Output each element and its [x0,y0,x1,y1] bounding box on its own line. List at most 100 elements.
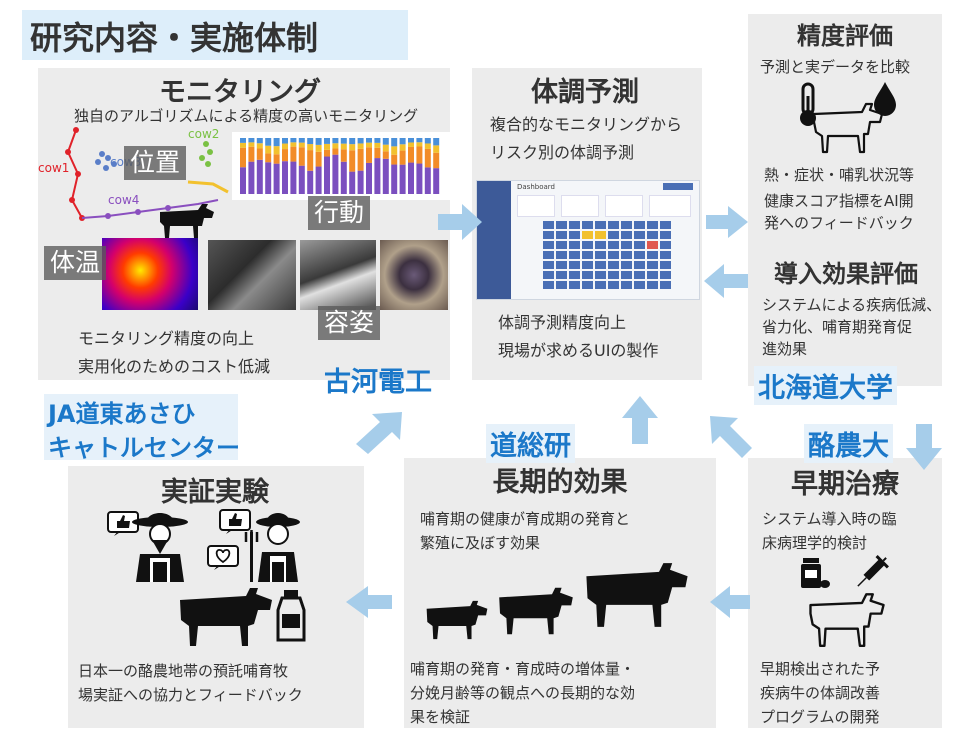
behavior-bar-segment [433,168,440,194]
dashboard-grid-cell [621,251,632,259]
behavior-bar-segment [349,144,356,151]
behavior-bar-segment [256,159,263,194]
behavior-label: 行動 [308,196,371,230]
behavior-bar-segment [290,161,297,194]
thermal-image [102,238,198,310]
behavior-bar-segment [282,161,288,194]
dashboard-grid-cell [634,241,645,249]
impact-desc-1: システムによる疾病低減、 [762,296,942,314]
behavior-bar-segment [374,142,381,148]
longterm-desc-1: 哺育期の健康が育成期の発育と [420,510,631,528]
trial-desc-1: 日本一の酪農地帯の預託哺育牧 [78,662,289,680]
accuracy-feedback-2: 発へのフィードバック [764,214,914,232]
behavior-bar-segment [416,142,423,147]
behavior-bar-segment [240,142,246,148]
dashboard-card-1 [517,195,555,217]
dashboard-grid-cell [595,261,606,269]
behavior-bar-segment [307,150,314,171]
treatment-bottom-1: 早期検出された予 [760,660,881,678]
dashboard-grid-cell [582,231,593,239]
behavior-bar-segment [324,138,330,144]
adult-cow-icon [586,563,688,627]
behavior-bar-segment [340,149,347,162]
behavior-bar-segment [282,138,288,144]
behavior-bar-segment [382,151,389,159]
behavior-bar-segment [349,150,356,172]
dashboard-grid-cell [582,251,593,259]
behavior-bar-segment [399,150,406,165]
dashboard-grid-cell [647,271,658,279]
trial-title: 実証実験 [161,477,269,508]
dashboard-card-2 [561,195,599,217]
behavior-bar-segment [357,143,364,149]
dashboard-grid-cell [608,241,619,249]
behavior-bar-segment [332,143,339,149]
dashboard-grid-cell [543,261,554,269]
behavior-bar-segment [416,138,423,143]
dashboard-grid-cell [608,271,619,279]
behavior-bar-segment [273,154,280,164]
dashboard-grid-cell [595,231,606,239]
behavior-bar-segment [324,156,330,194]
behavior-bar-segment [366,147,372,163]
behavior-bar-segment [256,143,263,149]
behavior-bar-segment [366,138,372,143]
droplet-icon [874,82,896,116]
arrow-longterm-to-trial [346,586,392,618]
behavior-bar-segment [273,146,280,155]
behavior-bar-segment [391,164,398,194]
farmer-woman-icon [244,513,300,582]
impact-title: 導入効果評価 [774,260,918,288]
behavior-bar-segment [240,147,246,168]
accuracy-title: 精度評価 [797,22,893,50]
monitoring-panel [38,68,450,380]
arrow-down-to-treatment [906,424,942,470]
behavior-bar-segment [408,138,414,143]
cow2-label: cow2 [188,127,219,141]
treatment-bottom-2: 疾病牛の体調改善 [760,684,881,702]
dashboard-grid-cell [647,231,658,239]
evaluation-panel [748,14,942,386]
behavior-bar-segment [382,158,389,194]
behavior-bar-segment [382,144,389,152]
treatment-desc-1: システム導入時の臨 [762,510,897,528]
behavior-bar-segment [240,167,246,194]
behavior-bar-segment [433,145,440,153]
treatment-panel [748,458,942,728]
behavior-bar-segment [298,142,305,148]
dashboard-grid-cell [569,231,580,239]
behavior-bar-segment [408,142,414,147]
dashboard-screenshot: Dashboard [476,180,700,300]
dashboard-grid-cell [569,281,580,289]
dashboard-grid-cell [595,251,606,259]
dashboard-grid-cell [660,241,671,249]
behavior-bar-segment [315,166,322,194]
behavior-bar-segment [374,158,381,194]
behavior-bar-segment [416,146,423,164]
dashboard-sidebar [477,181,511,299]
behavior-bar-segment [391,154,398,165]
cow-outline-icon [812,102,884,154]
accuracy-subtitle: 予測と実データを比較 [760,58,911,76]
dashboard-heading: Dashboard [517,183,555,191]
dashboard-grid-cell [543,281,554,289]
behavior-bar-segment [424,143,431,149]
prediction-title: 体調予測 [531,77,639,108]
dashboard-grid-cell [595,221,606,229]
behavior-bar-segment [248,161,255,194]
dashboard-grid-cell [608,251,619,259]
dashboard-grid-cell [634,281,645,289]
dashboard-grid-cell [608,231,619,239]
dashboard-card-4 [649,195,691,217]
monitoring-bullet-2: 実用化のためのコスト低減 [78,357,271,376]
dashboard-grid-cell [621,261,632,269]
org-ja-box [44,394,238,460]
org-ja-doto: JA道東あさひ [48,400,196,428]
behavior-bar-segment [332,154,339,194]
dashboard-grid-cell [556,231,567,239]
dashboard-grid-cell [569,241,580,249]
dashboard-grid-cell [634,251,645,259]
dashboard-header-button [663,183,693,190]
dashboard-grid-cell [569,251,580,259]
behavior-bar-segment [282,143,288,150]
